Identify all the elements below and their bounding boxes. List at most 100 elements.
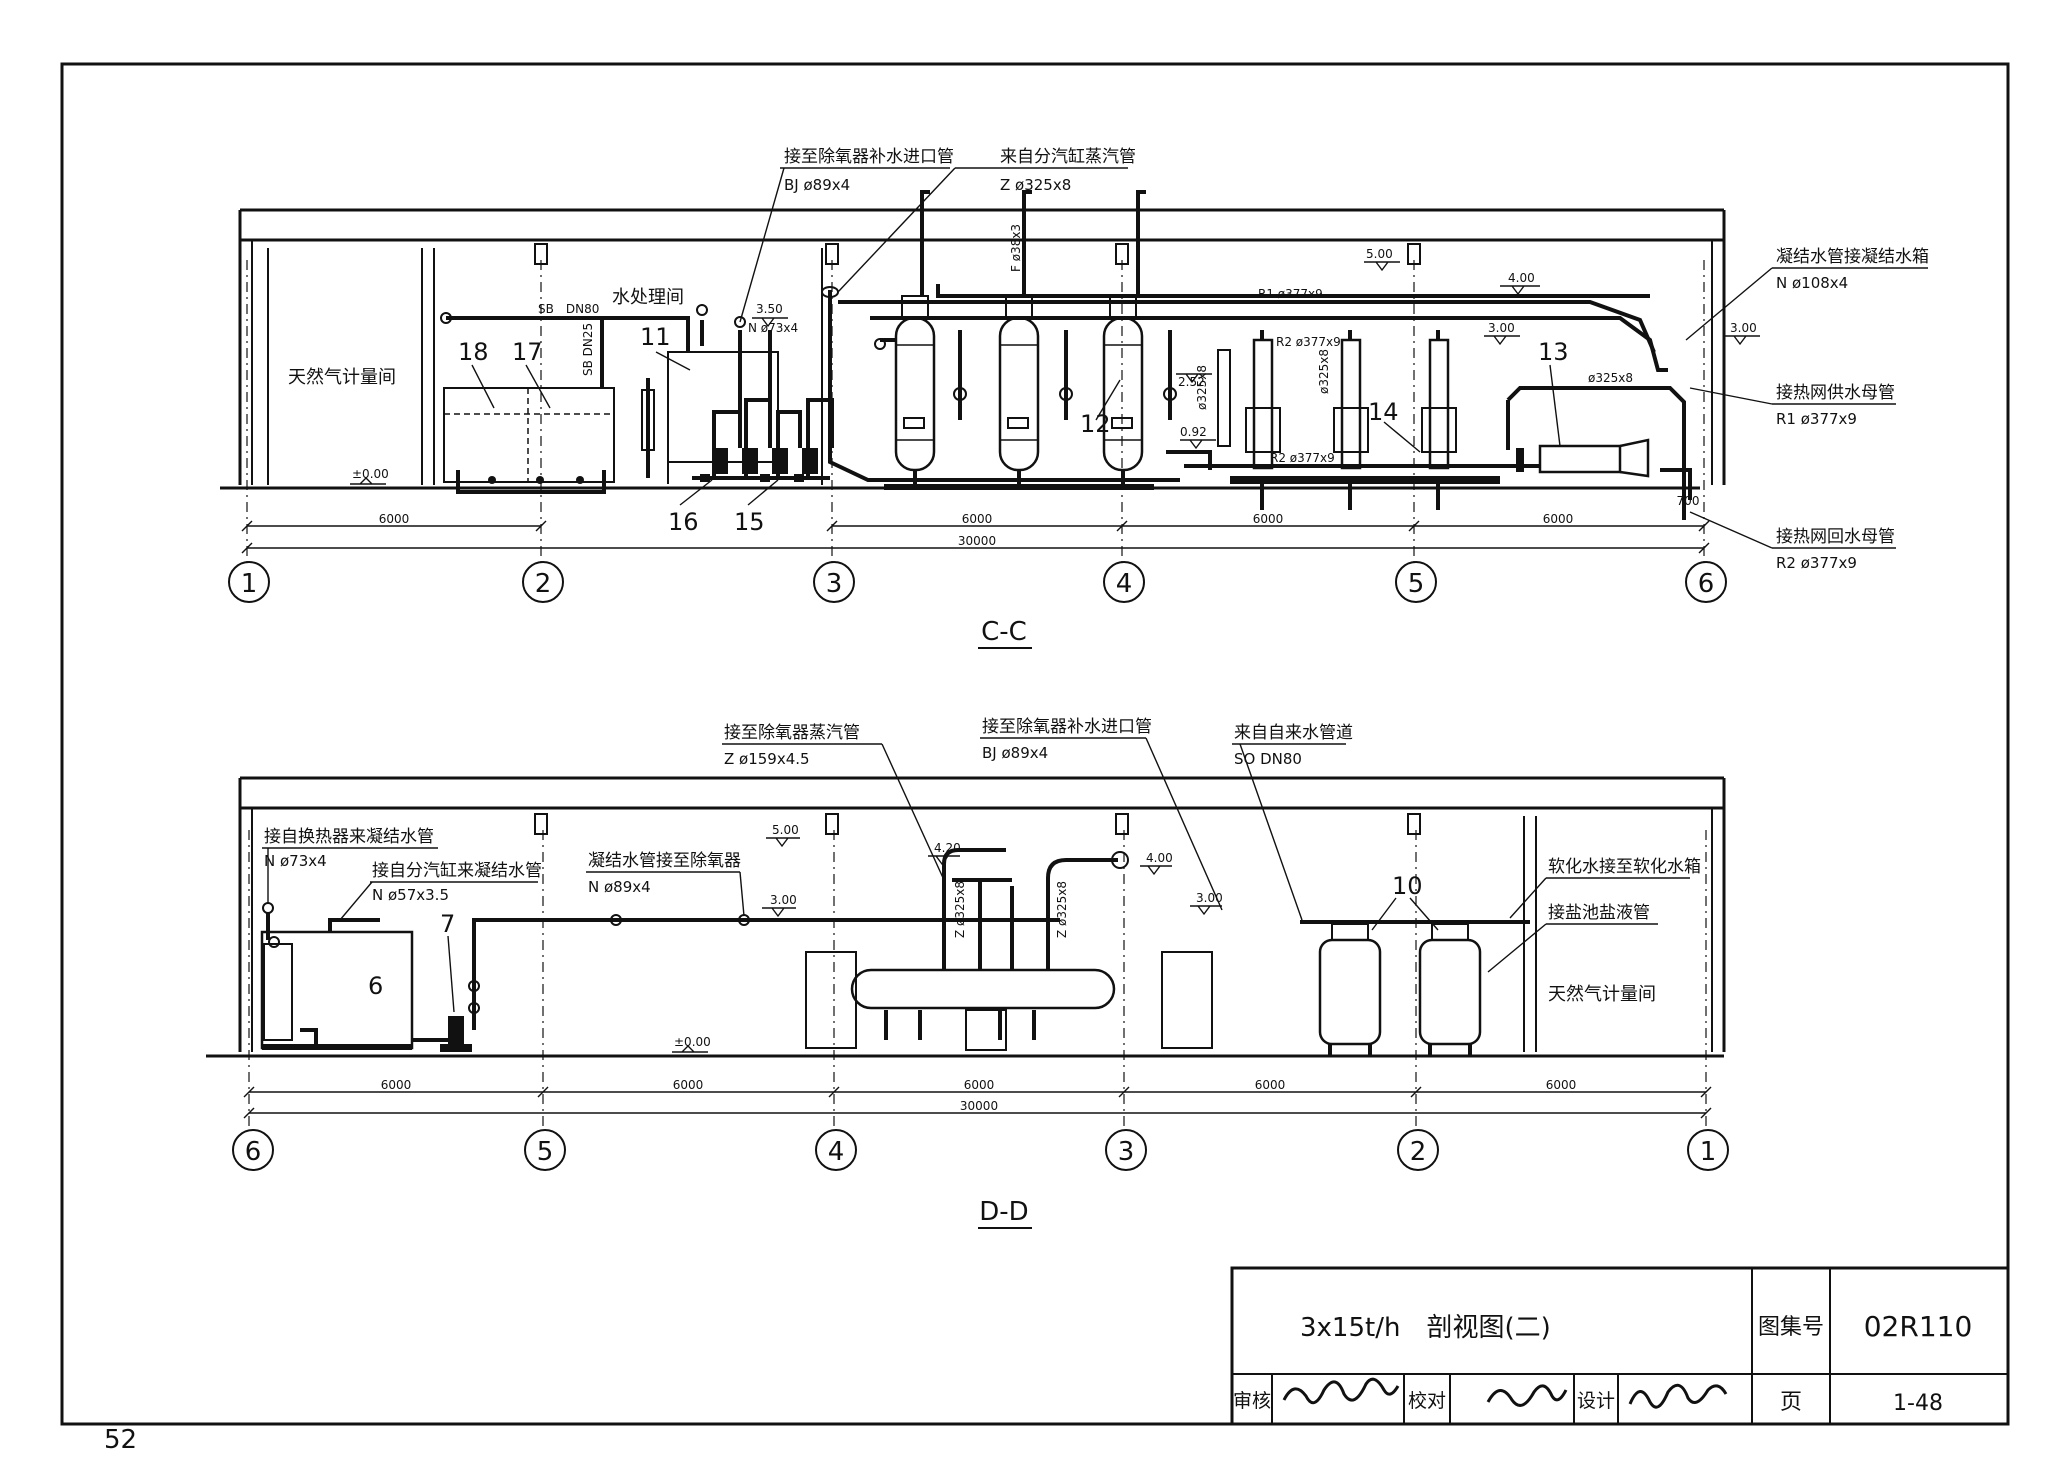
callout-title: 凝结水管接至除氧器 [588, 851, 741, 871]
pipe-label: SB DN80 [538, 302, 599, 316]
axis-bubbles-dd: 6 5 4 3 2 1 [232, 1129, 1729, 1171]
item-number: 10 [1392, 872, 1423, 900]
elevation: 3.00 [1730, 321, 1757, 335]
item-number: 14 [1368, 398, 1399, 426]
callout-title: 接热网供水母管 [1776, 383, 1895, 403]
section-dd: 6000 6000 6000 6000 6000 30000 6 5 4 3 2… [206, 717, 1729, 1229]
callout-spec: Z ø159x4.5 [724, 750, 810, 768]
axis-bubbles-cc: 1 2 3 4 5 6 [228, 561, 1727, 603]
callouts-cc: 接至除氧器补水进口管 BJ ø89x4 来自分汽缸蒸汽管 Z ø325x8 凝结… [739, 146, 1929, 572]
dim-label: 6000 [1543, 512, 1574, 526]
signature-check [1486, 1384, 1568, 1407]
callout-title: 软化水接至软化水箱 [1548, 857, 1701, 877]
dim-label: 6000 [1546, 1078, 1577, 1092]
callout-spec: BJ ø89x4 [784, 176, 850, 194]
axis-label: 4 [828, 1137, 845, 1167]
elevation: ±0.00 [352, 467, 389, 481]
elevation: 3.00 [1488, 321, 1515, 335]
elevation: 4.00 [1146, 851, 1173, 865]
elevation: ±0.00 [674, 1035, 711, 1049]
pipe-label: R1 ø377x9 [1258, 287, 1323, 301]
section-title-dd: D-D [979, 1197, 1028, 1227]
callout-spec: N ø108x4 [1776, 274, 1848, 292]
circulation-pumps [1230, 330, 1500, 510]
item-number: 6 [368, 972, 383, 1000]
elevation-marks-dd: 5.00 4.20 4.00 3.00 3.00 ±0.00 [672, 823, 1223, 1053]
callout-spec: BJ ø89x4 [982, 744, 1048, 762]
dim-label: 30000 [958, 534, 996, 548]
elevation: 4.00 [1508, 271, 1535, 285]
signature-design [1628, 1383, 1728, 1409]
room-label-gas-metering: 天然气计量间 [288, 367, 396, 388]
axis-label: 5 [1408, 569, 1425, 599]
dim-label: 6000 [1255, 1078, 1286, 1092]
item-number: 12 [1080, 410, 1111, 438]
pipe-label: SB DN25 [581, 323, 595, 376]
pipe-label: ø325x8 [1195, 365, 1209, 410]
design-label: 设计 [1577, 1390, 1615, 1412]
callout-title: 接盐池盐液管 [1548, 903, 1650, 923]
signature-review [1282, 1377, 1400, 1405]
elevation: 3.50 [756, 302, 783, 316]
title-block: 3x15t/h 剖视图(二) 图集号 02R110 审核 校对 设计 页 1-4… [1230, 1266, 2010, 1426]
item-number: 16 [668, 508, 699, 536]
review-label: 审核 [1233, 1390, 1271, 1412]
callout-title: 来自分汽缸蒸汽管 [1000, 146, 1136, 167]
axis-label: 6 [245, 1137, 262, 1167]
dim-label: 6000 [673, 1078, 704, 1092]
dim-label: 6000 [381, 1078, 412, 1092]
page-label: 页 [1780, 1390, 1802, 1415]
axis-label: 2 [1410, 1137, 1427, 1167]
axis-label: 1 [241, 569, 258, 599]
callout-title: 来自自来水管道 [1234, 723, 1353, 743]
callout-title: 接至除氧器补水进口管 [784, 147, 954, 167]
axis-label: 4 [1116, 569, 1133, 599]
elevation: 3.00 [1196, 891, 1223, 905]
callout-spec: Z ø325x8 [1000, 176, 1071, 194]
item-number: 13 [1538, 338, 1569, 366]
callout-title: 接热网回水母管 [1776, 527, 1895, 547]
callout-title: 接至除氧器补水进口管 [982, 717, 1152, 737]
room-label-gas-metering-dd: 天然气计量间 [1548, 984, 1656, 1005]
dim-label: 6000 [964, 1078, 995, 1092]
pipe-label: N ø73x4 [748, 321, 798, 335]
pipe-label: ø325x8 [1588, 371, 1633, 385]
dim-label: 6000 [962, 512, 993, 526]
pipe-label: F ø38x3 [1009, 224, 1023, 272]
pipe-label: ø325x8 [1317, 349, 1331, 394]
item-number: 17 [512, 338, 543, 366]
elevation-marks-cc: 5.00 4.00 3.50 3.00 3.00 2.52 0.92 ±0.00 [350, 247, 1760, 485]
elevation: 5.00 [1366, 247, 1393, 261]
callout-title: 接自换热器来凝结水管 [264, 827, 434, 847]
callout-title: 凝结水管接凝结水箱 [1776, 247, 1929, 267]
item-number: 18 [458, 338, 489, 366]
axis-label: 3 [826, 569, 843, 599]
page-value: 1-48 [1893, 1391, 1943, 1416]
pipe-label: Z ø325x8 [953, 881, 967, 938]
elevation: 5.00 [772, 823, 799, 837]
elevation: 4.20 [934, 841, 961, 855]
item-number: 15 [734, 508, 765, 536]
deaerator-group [874, 190, 1212, 490]
axis-label: 3 [1118, 1137, 1135, 1167]
item-number: 11 [640, 323, 671, 351]
callout-title: 接自分汽缸来凝结水管 [372, 860, 542, 881]
elevation: 3.00 [770, 893, 797, 907]
callout-spec: R1 ø377x9 [1776, 410, 1857, 428]
dim-label: 6000 [379, 512, 410, 526]
section-cc: 6000 6000 6000 6000 30000 700 1 2 3 4 5 … [220, 146, 1929, 649]
item-number: 7 [440, 910, 455, 938]
elevation: 0.92 [1180, 425, 1207, 439]
dim-label: 6000 [1253, 512, 1284, 526]
callout-title: 接至除氧器蒸汽管 [724, 723, 860, 743]
axis-label: 2 [535, 569, 552, 599]
check-label: 校对 [1408, 1390, 1446, 1412]
elevation: 2.52 [1178, 375, 1205, 389]
page-number: 52 [104, 1425, 137, 1455]
callout-spec: N ø73x4 [264, 852, 327, 870]
callouts-dd: 接自换热器来凝结水管 N ø73x4 接自分汽缸来凝结水管 N ø57x3.5 … [262, 717, 1701, 973]
callout-spec: N ø89x4 [588, 878, 651, 896]
room-label-water-treatment: 水处理间 [612, 287, 684, 308]
callout-spec: N ø57x3.5 [372, 886, 449, 904]
